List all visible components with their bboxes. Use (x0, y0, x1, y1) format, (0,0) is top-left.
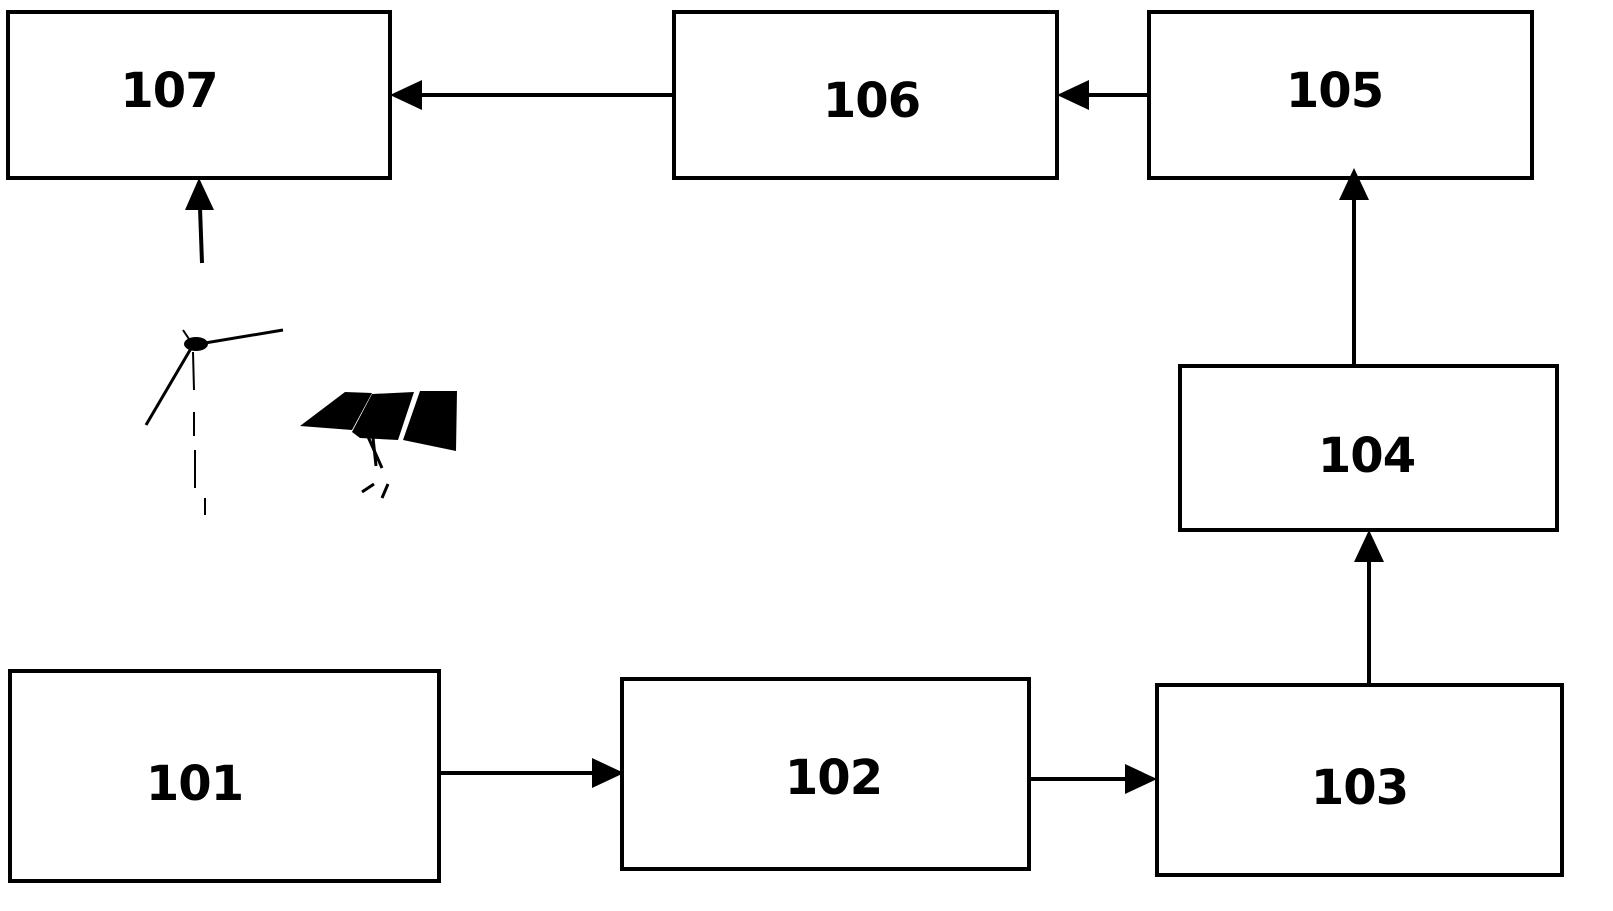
wind-turbine-icon (144, 328, 284, 515)
arrow-102-to-103 (1031, 764, 1157, 794)
block-104-label: 104 (1317, 428, 1416, 484)
block-106-label: 106 (822, 73, 921, 129)
block-105: 105 (1147, 10, 1534, 180)
block-103: 103 (1155, 683, 1564, 877)
arrow-103-to-104 (1354, 530, 1384, 683)
arrow-106-to-107 (390, 80, 672, 110)
block-105-label: 105 (1285, 63, 1384, 119)
block-107: 107 (6, 10, 392, 180)
block-101-label: 101 (145, 756, 244, 812)
block-102: 102 (620, 677, 1031, 871)
block-106: 106 (672, 10, 1059, 180)
arrow-104-to-105 (1339, 168, 1369, 364)
solar-panel-icon (300, 391, 457, 499)
arrow-101-to-102 (441, 758, 624, 788)
block-102-label: 102 (784, 750, 883, 806)
block-101: 101 (8, 669, 441, 883)
block-107-label: 107 (120, 63, 218, 119)
block-103-label: 103 (1310, 760, 1409, 816)
block-104: 104 (1178, 364, 1559, 532)
arrow-sources-to-107 (185, 178, 214, 264)
arrow-105-to-106 (1057, 80, 1147, 110)
